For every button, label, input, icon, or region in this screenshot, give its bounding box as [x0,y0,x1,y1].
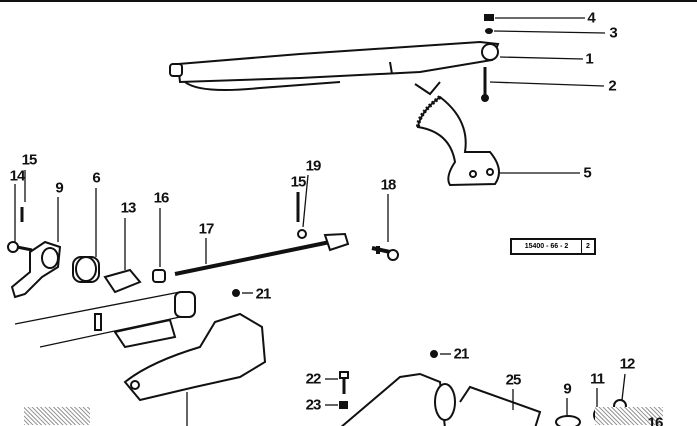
callout-9-lower: 9 [563,380,571,398]
callout-18: 18 [380,176,397,194]
callout-14: 14 [9,167,26,185]
bolt-14 [7,184,33,253]
clip-19 [297,174,309,239]
callout-4: 4 [587,9,595,27]
bracket-left [123,312,267,426]
lever-9 [10,197,62,299]
callout-22: 22 [305,370,322,388]
bolt-22 [325,371,349,394]
callout-21: 21 [255,285,272,303]
callout-5: 5 [583,164,591,182]
callout-23: 23 [305,396,322,414]
callout-3: 3 [609,24,617,42]
callout-2: 2 [608,77,616,95]
reference-sheet: 2 [581,240,594,253]
callout-16: 16 [153,189,170,207]
callout-19: 19 [305,157,322,175]
bushing-6 [72,188,100,283]
callout-21-lower: 21 [453,345,470,363]
ratchet-segment-5 [416,95,580,187]
nipple-21 [232,289,451,358]
washer-4 [484,14,585,21]
leader-1 [499,56,584,60]
cable [14,291,196,349]
hatched-ground-left [24,407,90,425]
callout-6: 6 [92,169,100,187]
bolt-18 [371,194,399,261]
rod-17 [174,232,350,276]
pin-2 [481,67,605,102]
bushing-9 [555,398,581,426]
hatched-ground-right [595,407,663,425]
reference-box: 15400 - 66 - 2 2 [510,238,596,255]
callout-13: 13 [120,199,137,217]
callout-9: 9 [55,179,63,197]
handbrake-lever [169,40,500,96]
nut-23 [325,401,348,409]
reference-code: 15400 - 66 - 2 [524,243,569,250]
callout-17: 17 [198,220,215,238]
callout-25: 25 [505,371,522,389]
pin-15 [20,170,26,222]
sleeve-25 [459,385,542,426]
callout-11: 11 [590,370,605,388]
callout-12: 12 [619,355,636,373]
callout-16-lower: 16 [647,414,664,426]
washer-3 [485,28,606,34]
bracket-right [340,372,456,426]
clevis-13 [103,218,142,294]
nut-16 [152,208,166,283]
callout-1: 1 [585,50,593,68]
callout-15-upper: 15 [290,173,307,191]
callout-15: 15 [21,151,38,169]
